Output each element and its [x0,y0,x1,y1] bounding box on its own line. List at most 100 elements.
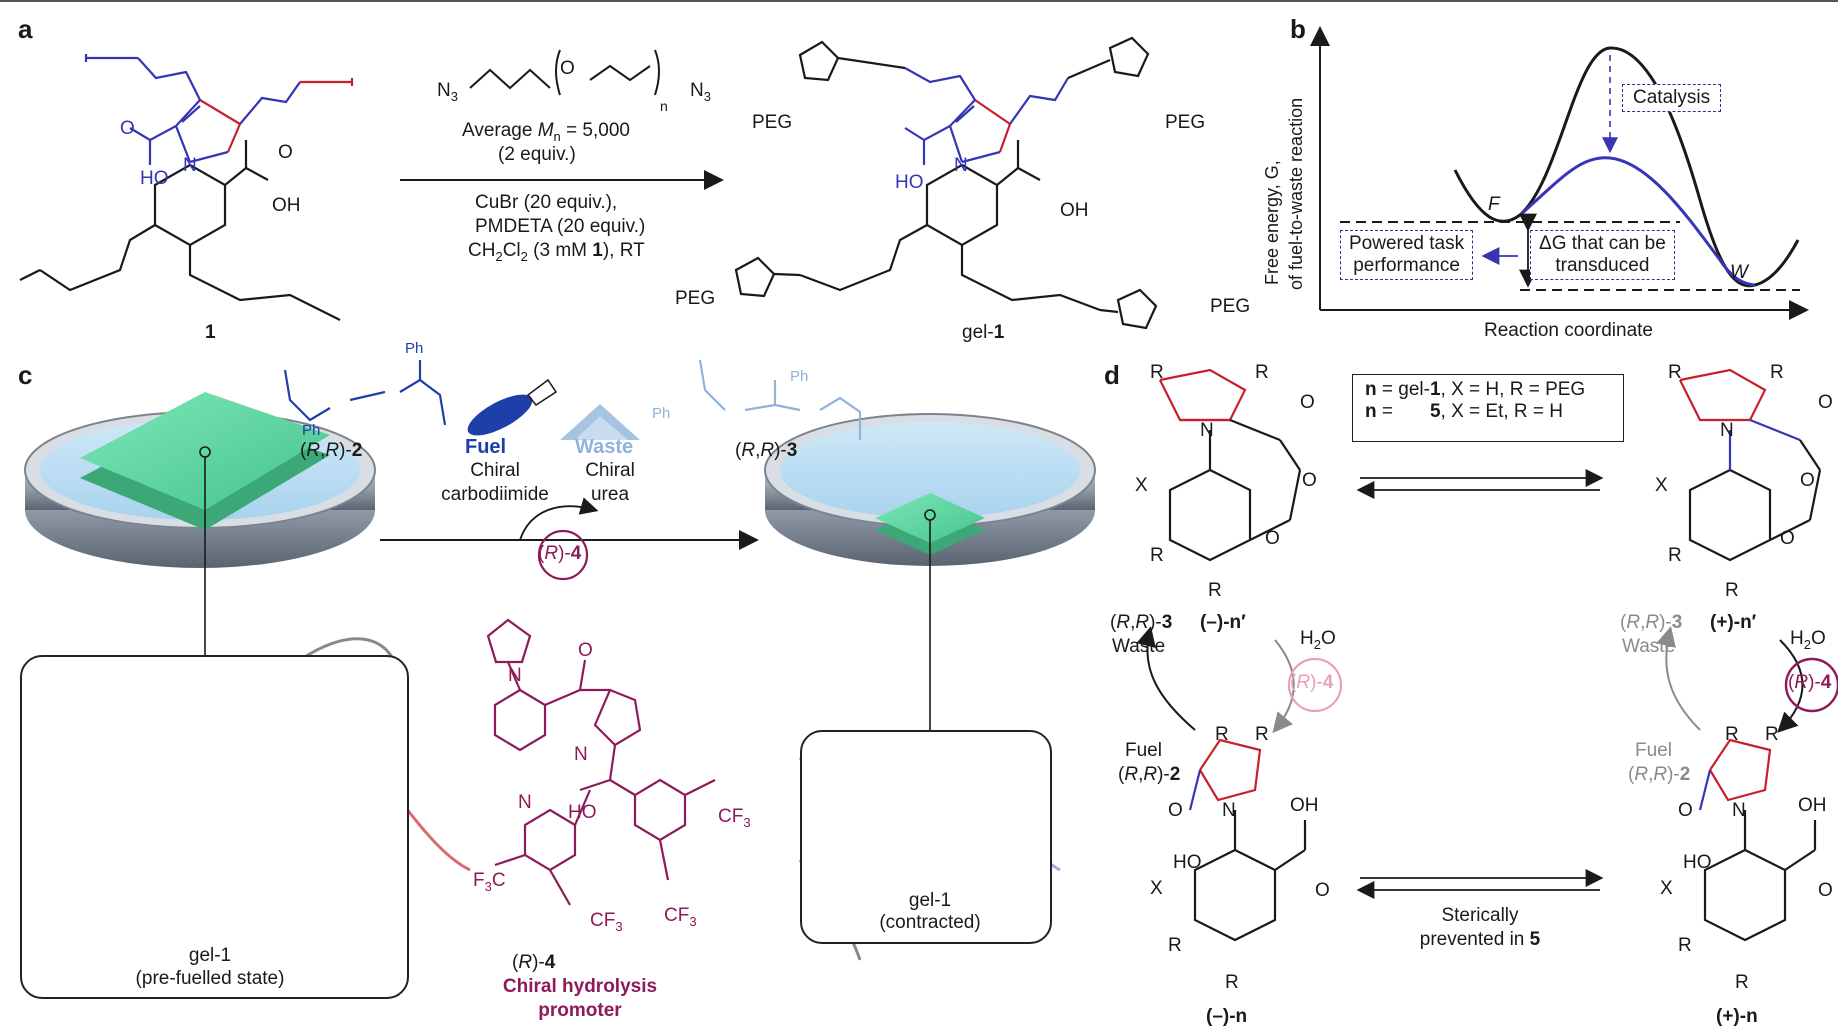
catalysed-energy-curve [1519,156,1756,287]
panel-letter-b: b [1290,14,1306,44]
minus-n-r4: R [1225,972,1239,993]
waste-label-right: Waste [1622,636,1676,657]
compound-1-ho: HO [140,168,169,189]
petri-dish-left [24,392,376,655]
catalyst-label-c: (R)-4 [538,543,582,564]
label-F: F [1488,194,1500,215]
compound-1-acid-o: O [278,142,293,163]
plus-n-oh: OH [1798,795,1827,816]
pyrrole-ring [174,99,242,164]
plus-n-prime-label: (+)-n′ [1710,612,1757,633]
fuel-label: Fuel [465,436,507,458]
catalyst-cycle-c [537,529,589,581]
gel-1-label: gel-1 [962,322,1005,343]
plus-nprime-n: N [1720,420,1734,441]
gel-oh: OH [1060,200,1089,221]
peg-n3-left: N3 [437,80,458,104]
plus-n-structure [1698,738,1817,942]
gel-peg-top-right: PEG [1165,112,1206,133]
minus-nprime-r1: R [1150,362,1164,383]
condition-cubr: CuBr (20 equiv.), [475,192,618,213]
compound-1-structure [19,54,354,321]
fuel-compound-label: (R,R)-2 [300,440,363,461]
fuel-syringe-icon [467,378,558,436]
minus-nprime-r4: R [1208,580,1222,601]
fuel-rr2-label-left: (R,R)-2 [1118,764,1181,785]
energy-ylabel-2: of fuel-to-waste reaction [1286,97,1306,290]
minus-n-r1: R [1215,724,1229,745]
peg-equiv: (2 equiv.) [498,144,576,165]
plus-n-n: N [1732,800,1746,821]
plus-n-acid-o: O [1818,880,1833,901]
catalyst-o-atom: O [578,640,593,661]
minus-n-o: O [1168,800,1183,821]
plus-n-prime-structure [1679,368,1822,562]
steric-label-2: prevented in 5 [1419,929,1541,950]
minus-nprime-r2: R [1255,362,1269,383]
fuel-molecule-structure [283,360,447,426]
gel-1-structure [734,36,1158,330]
powered-task-line-1: Powered task [1349,233,1465,254]
waste-desc-1: Chiral [585,460,635,481]
waste-rr3-label-left: (R,R)-3 [1110,612,1173,633]
waste-compound-label: (R,R)-3 [735,440,798,461]
gel-ho: HO [895,172,924,193]
compound-1-oh: OH [272,195,301,216]
energy-ylabel-1: Free energy, G, [1262,160,1282,285]
fuel-ph-1: Ph [302,422,321,439]
minus-n-oh: OH [1290,795,1319,816]
fuel-desc-1: Chiral [470,460,520,481]
definition-line-2: n = 5, X = Et, R = H [1365,401,1564,422]
minus-n-prime-label: (–)-n′ [1200,612,1246,633]
inset-con-label-1: gel-1 [908,890,952,911]
fuel-to-waste-curved-arrow [519,497,599,541]
compound-1-label: 1 [205,322,216,343]
waste-ph-2: Ph [790,368,809,385]
inset-contracted [800,730,1052,944]
catalyst-label-right: (R)-4 [1788,672,1832,693]
catalyst-ho: HO [568,802,597,823]
plus-nprime-x: X [1655,475,1668,496]
waste-label-left: Waste [1112,636,1166,657]
cycle-arrows-right [1656,626,1838,733]
waste-pile-icon [560,404,640,440]
waste-desc-2: urea [590,484,630,505]
h2o-left: H2O [1300,628,1336,652]
condition-pmdeta: PMDETA (20 equiv.) [475,216,646,237]
peg-o-atom: O [560,58,575,79]
definition-line-1: n = gel-1, X = H, R = PEG [1365,379,1586,400]
inset-con-label-2: (contracted) [879,912,981,933]
compound-1-n-atom: N [183,155,197,176]
h2o-right: H2O [1790,628,1826,652]
fuel-desc-2: carbodiimide [441,484,549,505]
plus-nprime-r4: R [1725,580,1739,601]
energy-diagram [1310,26,1809,320]
catalyst-compound-label: (R)-4 [512,952,556,973]
catalyst-cf3-3: CF3 [590,910,623,934]
inset-pre-label-2: (pre-fuelled state) [135,968,285,989]
gel-peg-bottom-right: PEG [1210,296,1251,317]
fuel-label-right: Fuel [1635,740,1672,761]
peg-average-mn: Average Mn = 5,000 [462,120,630,144]
plus-n-label: (+)-n [1716,1006,1758,1027]
minus-nprime-o1: O [1300,392,1315,413]
catalyst-n-amide: N [574,744,588,765]
plus-n-o: O [1678,800,1693,821]
promoter-label-2: promoter [538,1000,622,1021]
minus-nprime-r3: R [1150,545,1164,566]
peg-n3-right: N3 [690,80,711,104]
plus-nprime-r1: R [1668,362,1682,383]
minus-nprime-x: X [1135,475,1148,496]
delta-g-line-2: transduced [1555,255,1650,276]
panel-letter-c: c [18,360,33,390]
catalyst-n-atom: N [508,665,522,686]
plus-n-r2: R [1765,724,1779,745]
gel-block-large-top [80,392,330,510]
inset-pre-label-1: gel-1 [188,945,232,966]
minus-n-ho: HO [1173,852,1202,873]
plus-nprime-o1: O [1818,392,1833,413]
gel-n-atom: N [954,155,968,176]
minus-n-structure [1188,738,1307,942]
steric-label-1: Sterically [1441,905,1519,926]
peg-diazide-structure [469,49,660,96]
